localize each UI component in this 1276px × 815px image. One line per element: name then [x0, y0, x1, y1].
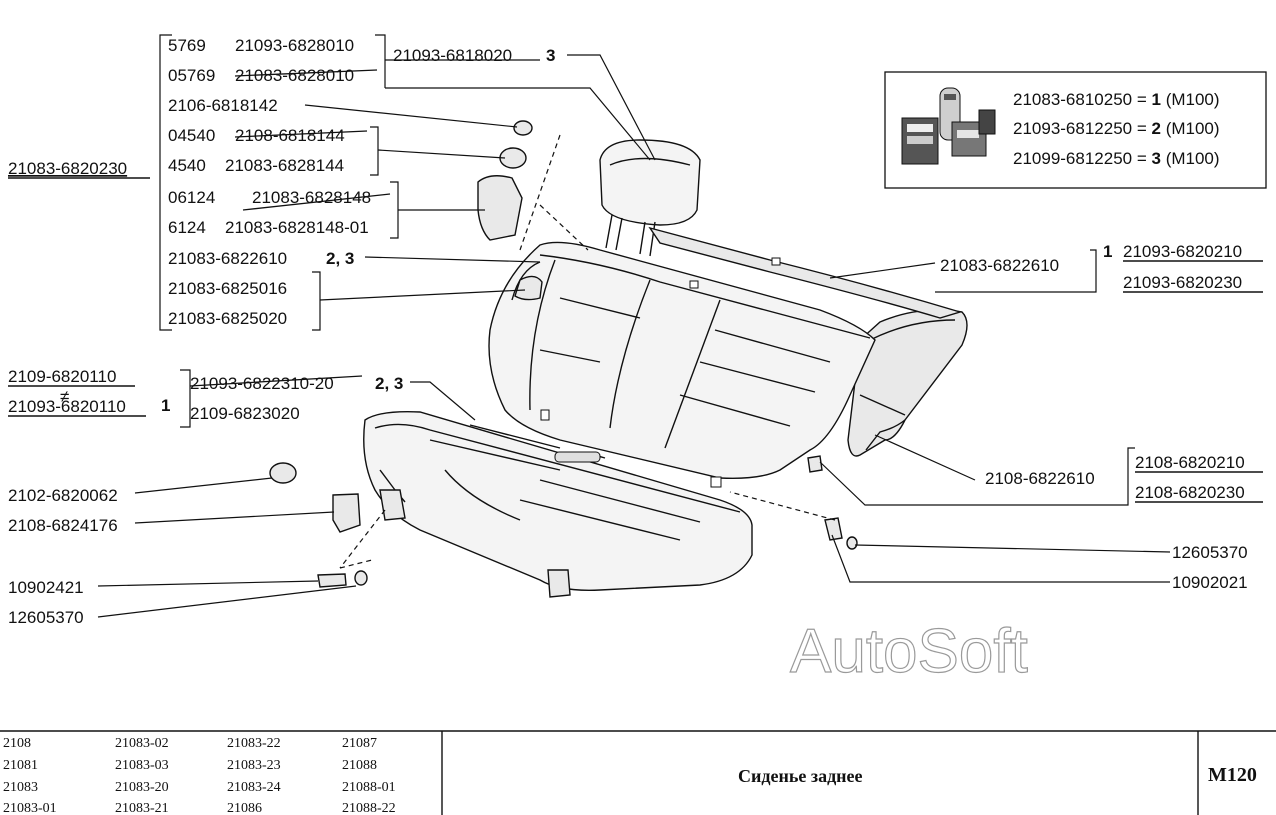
label-10902021: 10902021 [1172, 573, 1248, 592]
seat-cushion [363, 410, 753, 591]
label-12605370-right: 12605370 [1172, 543, 1248, 562]
label-21083-6820230-left: 21083-6820230 [8, 159, 127, 178]
label-21083-6822610-right: 21083-6822610 [940, 256, 1059, 275]
qty-2-3-cushion: 2, 3 [375, 374, 403, 393]
label-10902421: 10902421 [8, 578, 84, 597]
small-parts [269, 120, 858, 598]
label-05769: 05769 [168, 66, 215, 85]
model-cell: 21083-03 [115, 758, 169, 773]
qty-2-3-backrest: 2, 3 [326, 249, 354, 268]
model-cell: 21083-21 [115, 801, 169, 815]
label-21093-6818020: 21093-6818020 [393, 46, 512, 65]
legend-box: 21083-6810250 = 1 (M100) 21093-6812250 =… [884, 71, 1267, 189]
label-21083-6828010: 21083-6828010 [235, 66, 354, 85]
label-5769: 5769 [168, 36, 206, 55]
leader-lines [97, 34, 1171, 618]
label-6124: 6124 [168, 218, 206, 237]
legend-line-3: 21099-6812250 = 3 (M100) [1013, 149, 1220, 168]
title-block: 2108 21083-02 21083-22 21087 21081 21083… [0, 730, 1276, 815]
label-06124: 06124 [168, 188, 215, 207]
label-21083-6822610-left: 21083-6822610 [168, 249, 287, 268]
watermark: AutoSoft [790, 617, 1028, 686]
model-cell: 21083-20 [115, 780, 169, 795]
legend-line-1: 21083-6810250 = 1 (M100) [1013, 90, 1220, 109]
backrest-rear-panel [648, 226, 963, 319]
assembly-lines [339, 134, 836, 569]
label-2108-6820230: 2108-6820230 [1135, 483, 1245, 502]
label-2108-6820210: 2108-6820210 [1135, 453, 1245, 472]
label-2108-6818144: 2108-6818144 [235, 126, 345, 145]
model-cell: 21083-23 [227, 758, 281, 773]
model-cell: 21086 [227, 801, 262, 815]
label-2108-6822610: 2108-6822610 [985, 469, 1095, 488]
label-2108-6824176: 2108-6824176 [8, 516, 118, 535]
label-21083-6825020: 21083-6825020 [168, 309, 287, 328]
kit-icon [901, 87, 996, 165]
model-cell: 21088-01 [342, 780, 396, 795]
model-cell: 21083-02 [115, 736, 169, 751]
label-21093-6828010: 21093-6828010 [235, 36, 354, 55]
qty-3-headrest: 3 [546, 46, 555, 65]
label-4540: 4540 [168, 156, 206, 175]
seat-drawing [269, 120, 968, 598]
qty-1-left: 1 [161, 396, 170, 415]
drawing-title: Сиденье заднее [738, 766, 863, 786]
qty-1-right: 1 [1103, 242, 1112, 261]
model-cell: 21083-01 [3, 801, 57, 815]
model-cell: 2108 [3, 736, 31, 751]
label-21093-6820210: 21093-6820210 [1123, 242, 1242, 261]
label-2106-6818142: 2106-6818142 [168, 96, 278, 115]
part-labels: 5769 21093-6828010 05769 21083-6828010 2… [8, 36, 1263, 627]
model-cell: 21088-22 [342, 801, 396, 815]
label-2109-6823020: 2109-6823020 [190, 404, 300, 423]
model-cell: 21088 [342, 758, 377, 773]
label-21083-6828148: 21083-6828148 [252, 188, 371, 207]
backrest-main [488, 241, 876, 488]
label-2102-6820062: 2102-6820062 [8, 486, 118, 505]
model-cell: 21083-22 [227, 736, 281, 751]
label-21093-6820110: 21093-6820110 [8, 397, 126, 416]
label-21093-6822310-20: 21093-6822310-20 [190, 374, 334, 393]
model-cell: 21081 [3, 758, 38, 773]
label-2109-6820110: 2109-6820110 [8, 367, 116, 386]
label-04540: 04540 [168, 126, 215, 145]
label-21083-6825016: 21083-6825016 [168, 279, 287, 298]
model-cell: 21083 [3, 780, 38, 795]
drawing-code: M120 [1208, 764, 1257, 786]
model-cell: 21087 [342, 736, 377, 751]
headrest [599, 139, 701, 257]
legend-line-2: 21093-6812250 = 2 (M100) [1013, 119, 1220, 138]
label-not-equal: ≠ [60, 387, 69, 406]
model-cell: 21083-24 [227, 780, 281, 795]
label-21083-6828144: 21083-6828144 [225, 156, 344, 175]
label-21083-6828148-01: 21083-6828148-01 [225, 218, 369, 237]
label-12605370-left: 12605370 [8, 608, 84, 627]
label-21093-6820230: 21093-6820230 [1123, 273, 1242, 292]
